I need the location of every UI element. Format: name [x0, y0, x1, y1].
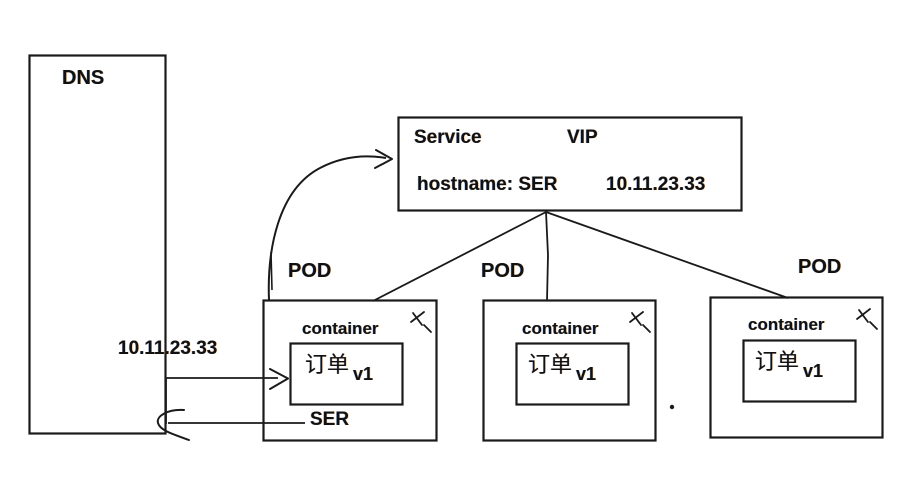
connector-service-to-pod-1 — [372, 211, 547, 302]
pod-label-3: POD — [798, 256, 842, 278]
client-ip-label: 10.11.23.33 — [118, 338, 218, 359]
service-hostname-label: hostname: SER — [417, 174, 558, 195]
cross-mark-pod-2-icon — [629, 311, 651, 333]
service-box — [397, 116, 743, 212]
container-label-2: container — [522, 319, 599, 338]
connector-pod-to-service-curve — [267, 155, 387, 301]
arrowhead-ser-to-dns — [156, 408, 190, 441]
pod-box-2 — [482, 299, 657, 442]
container-label-1: container — [302, 319, 379, 338]
container-app-version-2: v1 — [576, 364, 597, 384]
dns-box-label: DNS — [62, 67, 105, 89]
container-app-name-1: 订单 — [305, 353, 350, 378]
stray-tick-pod-1 — [270, 251, 273, 291]
container-box-1 — [289, 342, 404, 406]
dns-box — [28, 54, 167, 435]
container-app-name-3: 订单 — [755, 350, 800, 375]
service-vip-label: VIP — [567, 127, 598, 148]
container-label-3: container — [748, 315, 825, 334]
service-vip-address: 10.11.23.33 — [606, 174, 706, 195]
container-app-version-3: v1 — [803, 361, 824, 381]
connector-service-to-pod-3 — [545, 211, 789, 299]
pod-label-2: POD — [481, 260, 525, 282]
container-app-name-2: 订单 — [528, 353, 573, 378]
arrowhead-client-to-container — [269, 368, 289, 390]
container-box-2 — [515, 342, 630, 406]
service-title: Service — [414, 127, 482, 148]
arrowhead-pod-to-service — [374, 149, 393, 169]
container-box-3 — [742, 339, 857, 403]
pod-label-1: POD — [288, 260, 332, 282]
cross-mark-pod-3-icon — [856, 308, 878, 330]
pod-box-1 — [262, 299, 438, 442]
pod-endpoint-label-1: SER — [310, 409, 350, 430]
pod-box-3 — [709, 296, 884, 439]
dot-mark-icon — [669, 404, 675, 410]
cross-mark-pod-1-icon — [410, 311, 432, 333]
container-app-version-1: v1 — [353, 364, 374, 384]
connector-service-to-pod-2 — [545, 211, 549, 302]
